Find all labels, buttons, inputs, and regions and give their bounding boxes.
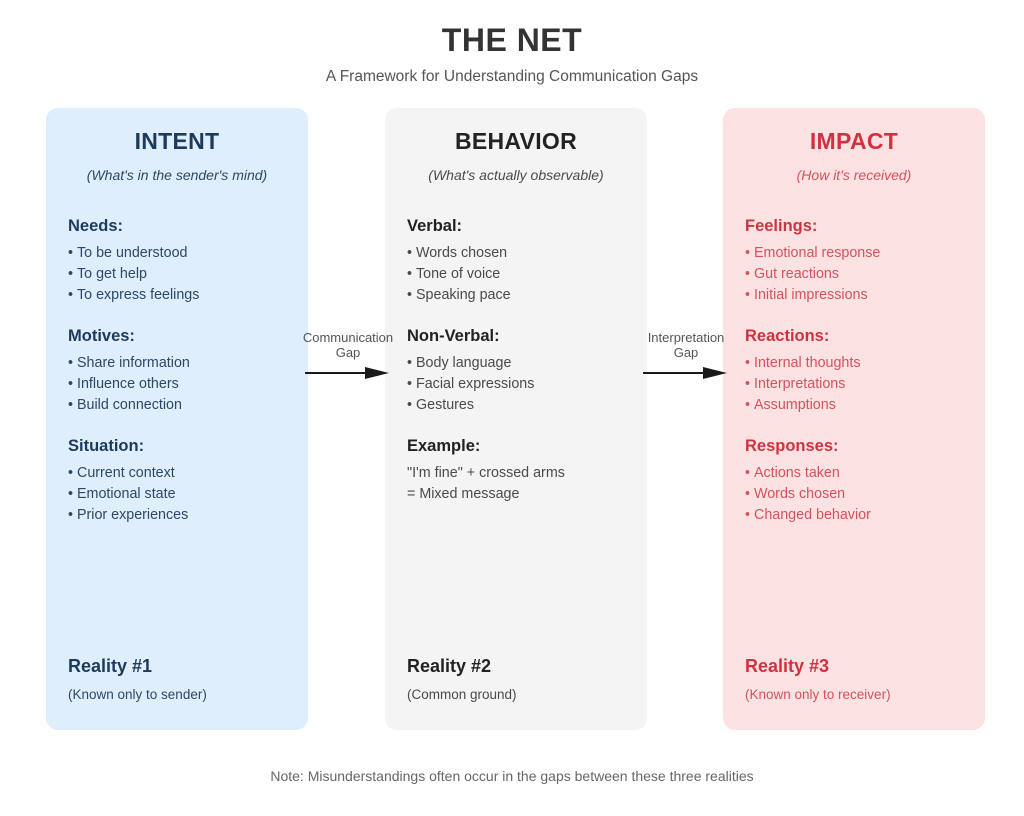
list-item: Speaking pace [407, 285, 625, 306]
page-title: THE NET [441, 22, 583, 58]
list-item: Assumptions [745, 395, 963, 416]
list-item: Interpretations [745, 374, 963, 395]
column-subtitle: (What's actually observable) [428, 167, 604, 183]
reality-subtitle: (Known only to sender) [68, 687, 207, 702]
example-line: = Mixed message [407, 486, 520, 502]
list-item: Emotional response [745, 243, 963, 264]
list-item: Body language [407, 353, 625, 374]
group-title: Verbal: [407, 217, 463, 235]
group-verbal: Verbal: Words chosen Tone of voice Speak… [407, 217, 625, 306]
group-title: Needs: [68, 217, 124, 235]
list-item: Gestures [407, 395, 625, 416]
list-item: Current context [68, 463, 286, 484]
reality-title: Reality #1 [68, 656, 153, 676]
list-item: To get help [68, 264, 286, 285]
group-title: Example: [407, 437, 481, 455]
group-title: Situation: [68, 437, 145, 455]
list-item: Initial impressions [745, 285, 963, 306]
reality-title: Reality #2 [407, 656, 492, 676]
list-item: Actions taken [745, 463, 963, 484]
column-subtitle: (What's in the sender's mind) [86, 167, 268, 183]
reality-block: Reality #3 (Known only to receiver) [745, 656, 891, 702]
column-impact: IMPACT (How it's received) Feelings: Emo… [723, 108, 985, 730]
footer-note: Note: Misunderstandings often occur in t… [270, 768, 754, 784]
reality-title: Reality #3 [745, 656, 830, 676]
reality-subtitle: (Known only to receiver) [745, 687, 891, 702]
list-item: Influence others [68, 374, 286, 395]
group-non-verbal: Non-Verbal: Body language Facial express… [407, 327, 625, 416]
list-item: Internal thoughts [745, 353, 963, 374]
group-title: Reactions: [745, 327, 830, 345]
arrow-right-icon [643, 367, 727, 379]
list-item: Gut reactions [745, 264, 963, 285]
list-item: Tone of voice [407, 264, 625, 285]
list-item: Changed behavior [745, 505, 963, 526]
group-motives: Motives: Share information Influence oth… [68, 327, 286, 416]
list-item: To express feelings [68, 285, 286, 306]
group-reactions: Reactions: Internal thoughts Interpretat… [745, 327, 963, 416]
column-behavior: BEHAVIOR (What's actually observable) Ve… [385, 108, 647, 730]
page-subtitle: A Framework for Understanding Communicat… [325, 68, 699, 85]
column-title: IMPACT [809, 128, 899, 154]
list-item: Emotional state [68, 484, 286, 505]
list-item: Words chosen [407, 243, 625, 264]
list-item: Facial expressions [407, 374, 625, 395]
reality-block: Reality #2 (Common ground) [407, 656, 517, 702]
group-title: Motives: [68, 327, 135, 345]
group-needs: Needs: To be understood To get help To e… [68, 217, 286, 306]
group-situation: Situation: Current context Emotional sta… [68, 437, 286, 526]
list-item: Share information [68, 353, 286, 374]
column-intent: INTENT (What's in the sender's mind) Nee… [46, 108, 308, 730]
column-title: INTENT [134, 128, 220, 154]
list-item: Words chosen [745, 484, 963, 505]
group-title: Feelings: [745, 217, 818, 235]
reality-subtitle: (Common ground) [407, 687, 517, 702]
group-example: Example: "I'm fine" + crossed arms = Mix… [407, 437, 625, 505]
group-feelings: Feelings: Emotional response Gut reactio… [745, 217, 963, 306]
column-title: BEHAVIOR [454, 128, 578, 154]
column-subtitle: (How it's received) [796, 167, 912, 183]
group-responses: Responses: Actions taken Words chosen Ch… [745, 437, 963, 526]
arrow-right-icon [305, 367, 389, 379]
example-line: "I'm fine" + crossed arms [407, 465, 565, 481]
group-title: Responses: [745, 437, 839, 455]
reality-block: Reality #1 (Known only to sender) [68, 656, 207, 702]
list-item: To be understood [68, 243, 286, 264]
group-title: Non-Verbal: [407, 327, 500, 345]
list-item: Prior experiences [68, 505, 286, 526]
list-item: Build connection [68, 395, 286, 416]
